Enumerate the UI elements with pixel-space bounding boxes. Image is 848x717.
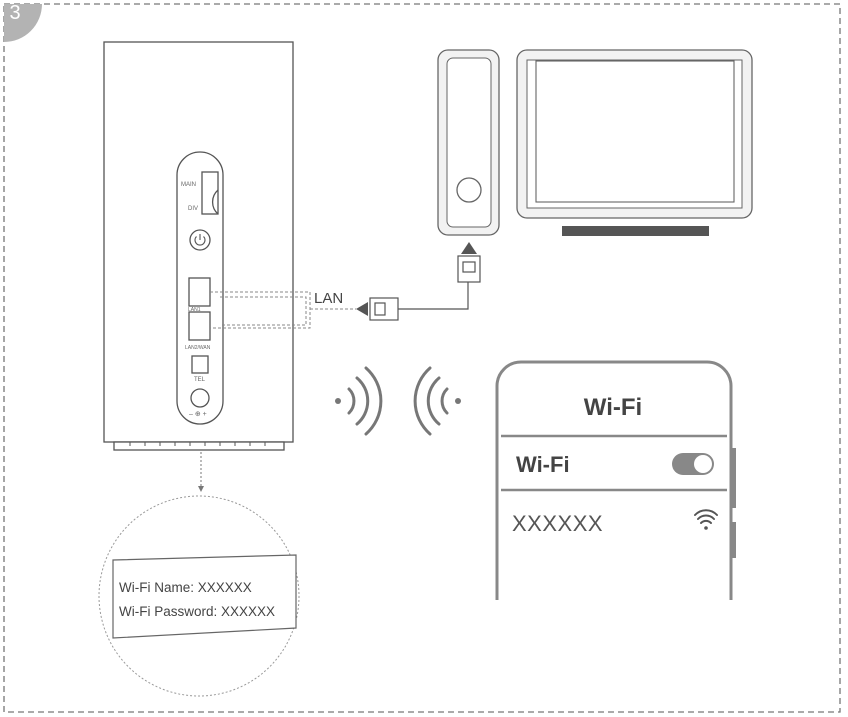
arrow-icon <box>356 302 368 316</box>
main-port-label: MAIN <box>181 182 196 188</box>
arrow-icon <box>461 242 477 254</box>
diagram-frame <box>3 3 841 713</box>
ethernet-plug-icon <box>457 255 481 283</box>
power-button <box>189 229 211 251</box>
arrow-icon <box>198 486 204 492</box>
lan-port-callout <box>210 291 356 329</box>
lan2-wan-port-label: LAN2/WAN <box>185 345 211 351</box>
main-antenna-port <box>201 171 219 215</box>
phone <box>495 360 736 600</box>
wifi-signal-icon <box>413 366 461 436</box>
phone-network-name: XXXXXX <box>512 511 604 536</box>
wifi-icon <box>694 509 718 530</box>
ethernet-plug-icon <box>369 297 399 321</box>
lan1-port-label: LAN1 <box>188 307 201 313</box>
label-sticker <box>112 554 297 639</box>
ethernet-cable <box>398 282 469 310</box>
pc-tower <box>437 49 500 236</box>
wifi-toggle <box>672 453 714 475</box>
tel-port-label: TEL <box>194 377 206 383</box>
monitor <box>516 49 753 236</box>
router-port-panel <box>176 151 224 425</box>
router <box>103 41 294 451</box>
div-port-label: DIV <box>188 206 199 212</box>
phone-wifi-row-label: Wi-Fi <box>516 452 570 477</box>
step-number: 3 <box>9 2 21 24</box>
step-badge <box>4 4 42 42</box>
lan2-wan-port <box>188 311 211 341</box>
power-in-port <box>190 388 210 408</box>
tel-port <box>191 355 209 374</box>
phone-screen-title: Wi-Fi <box>583 394 643 421</box>
wifi-name-text: Wi-Fi Name: XXXXXX <box>119 580 252 595</box>
power-in-label: – ⊕ + <box>189 411 207 418</box>
lan-label: LAN <box>314 290 344 307</box>
wifi-signal-icon <box>335 366 383 436</box>
power-icon <box>194 236 206 246</box>
wifi-password-text: Wi-Fi Password: XXXXXX <box>119 604 276 619</box>
